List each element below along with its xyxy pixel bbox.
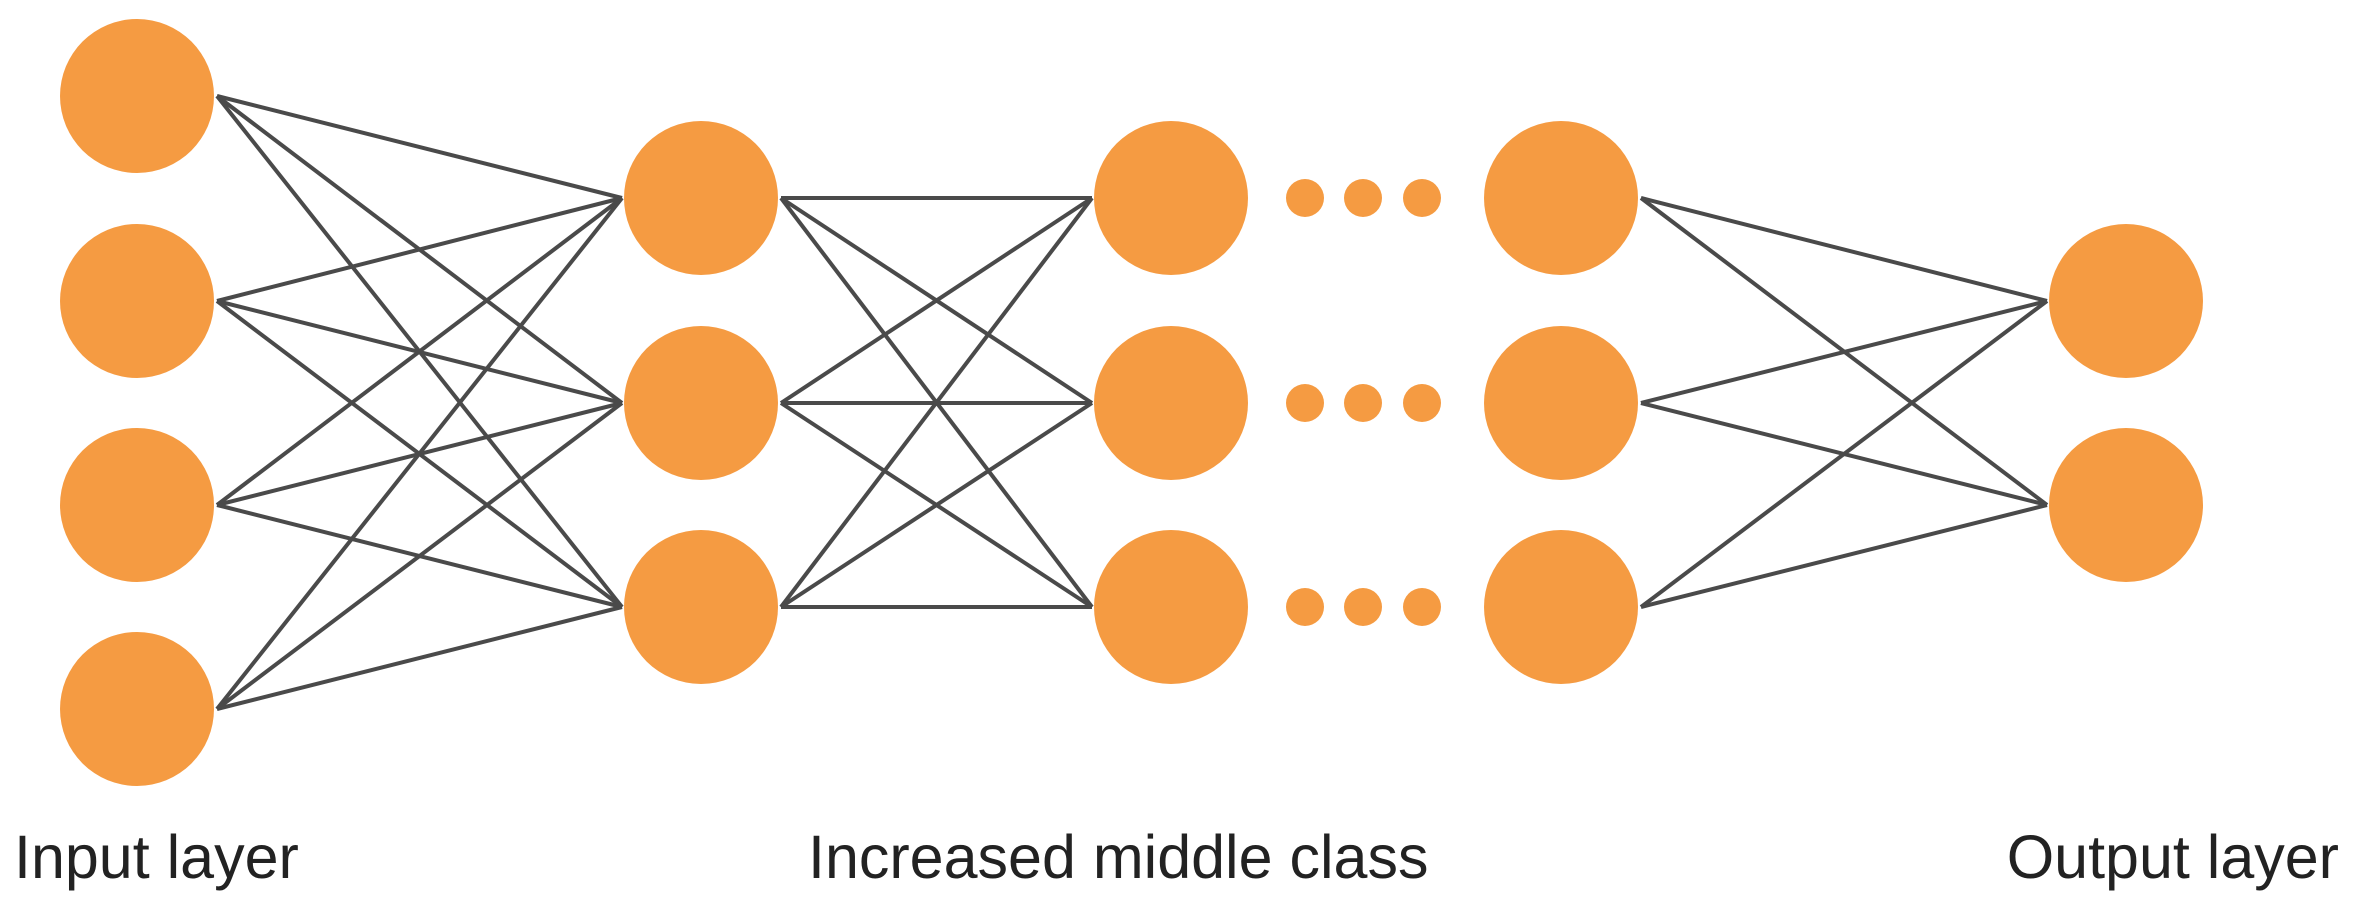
edge-hidden-last-0-to-output-0 bbox=[1640, 196, 2048, 303]
output-layer-label: Output layer bbox=[2006, 823, 2339, 891]
node-hidden-last-2 bbox=[1484, 530, 1638, 684]
node-hidden-1-0 bbox=[624, 121, 778, 275]
middle-layer-label: Increased middle class bbox=[808, 823, 1429, 891]
node-hidden-last-1 bbox=[1484, 326, 1638, 480]
edge-input-2-to-hidden-1-0 bbox=[215, 196, 624, 507]
edge-hidden-1-2-to-hidden-2-1 bbox=[779, 401, 1094, 609]
ellipsis-dot-row1-0 bbox=[1286, 384, 1324, 422]
ellipsis-dot-row0-1 bbox=[1344, 179, 1382, 217]
node-output-1 bbox=[2049, 428, 2203, 582]
ellipsis-group bbox=[1286, 179, 1441, 626]
node-input-3 bbox=[60, 632, 214, 786]
node-hidden-last-0 bbox=[1484, 121, 1638, 275]
ellipsis-dot-row0-2 bbox=[1403, 179, 1441, 217]
ellipsis-dot-row2-0 bbox=[1286, 588, 1324, 626]
edge-input-3-to-hidden-1-2 bbox=[216, 605, 623, 711]
edge-hidden-last-2-to-output-1 bbox=[1640, 503, 2048, 609]
node-output-0 bbox=[2049, 224, 2203, 378]
ellipsis-dot-row1-2 bbox=[1403, 384, 1441, 422]
ellipsis-dot-row2-2 bbox=[1403, 588, 1441, 626]
edge-hidden-1-1-to-hidden-2-0 bbox=[779, 196, 1094, 405]
edge-hidden-last-2-to-output-0 bbox=[1639, 299, 2049, 609]
edge-input-3-to-hidden-1-0 bbox=[215, 196, 624, 711]
edge-hidden-last-1-to-output-0 bbox=[1640, 299, 2048, 405]
node-hidden-2-2 bbox=[1094, 530, 1248, 684]
edge-group bbox=[215, 94, 2049, 711]
ellipsis-dot-row1-1 bbox=[1344, 384, 1382, 422]
edge-input-1-to-hidden-1-0 bbox=[216, 196, 623, 303]
node-hidden-1-2 bbox=[624, 530, 778, 684]
edge-hidden-1-2-to-hidden-2-0 bbox=[779, 196, 1094, 609]
node-input-2 bbox=[60, 428, 214, 582]
node-hidden-1-1 bbox=[624, 326, 778, 480]
ellipsis-dot-row2-1 bbox=[1344, 588, 1382, 626]
node-hidden-2-0 bbox=[1094, 121, 1248, 275]
edge-input-3-to-hidden-1-1 bbox=[215, 401, 624, 711]
edge-input-0-to-hidden-1-0 bbox=[216, 94, 623, 200]
node-input-0 bbox=[60, 19, 214, 173]
node-input-1 bbox=[60, 224, 214, 378]
node-group bbox=[60, 19, 2203, 786]
node-hidden-2-1 bbox=[1094, 326, 1248, 480]
ellipsis-dot-row0-0 bbox=[1286, 179, 1324, 217]
input-layer-label: Input layer bbox=[14, 823, 299, 891]
